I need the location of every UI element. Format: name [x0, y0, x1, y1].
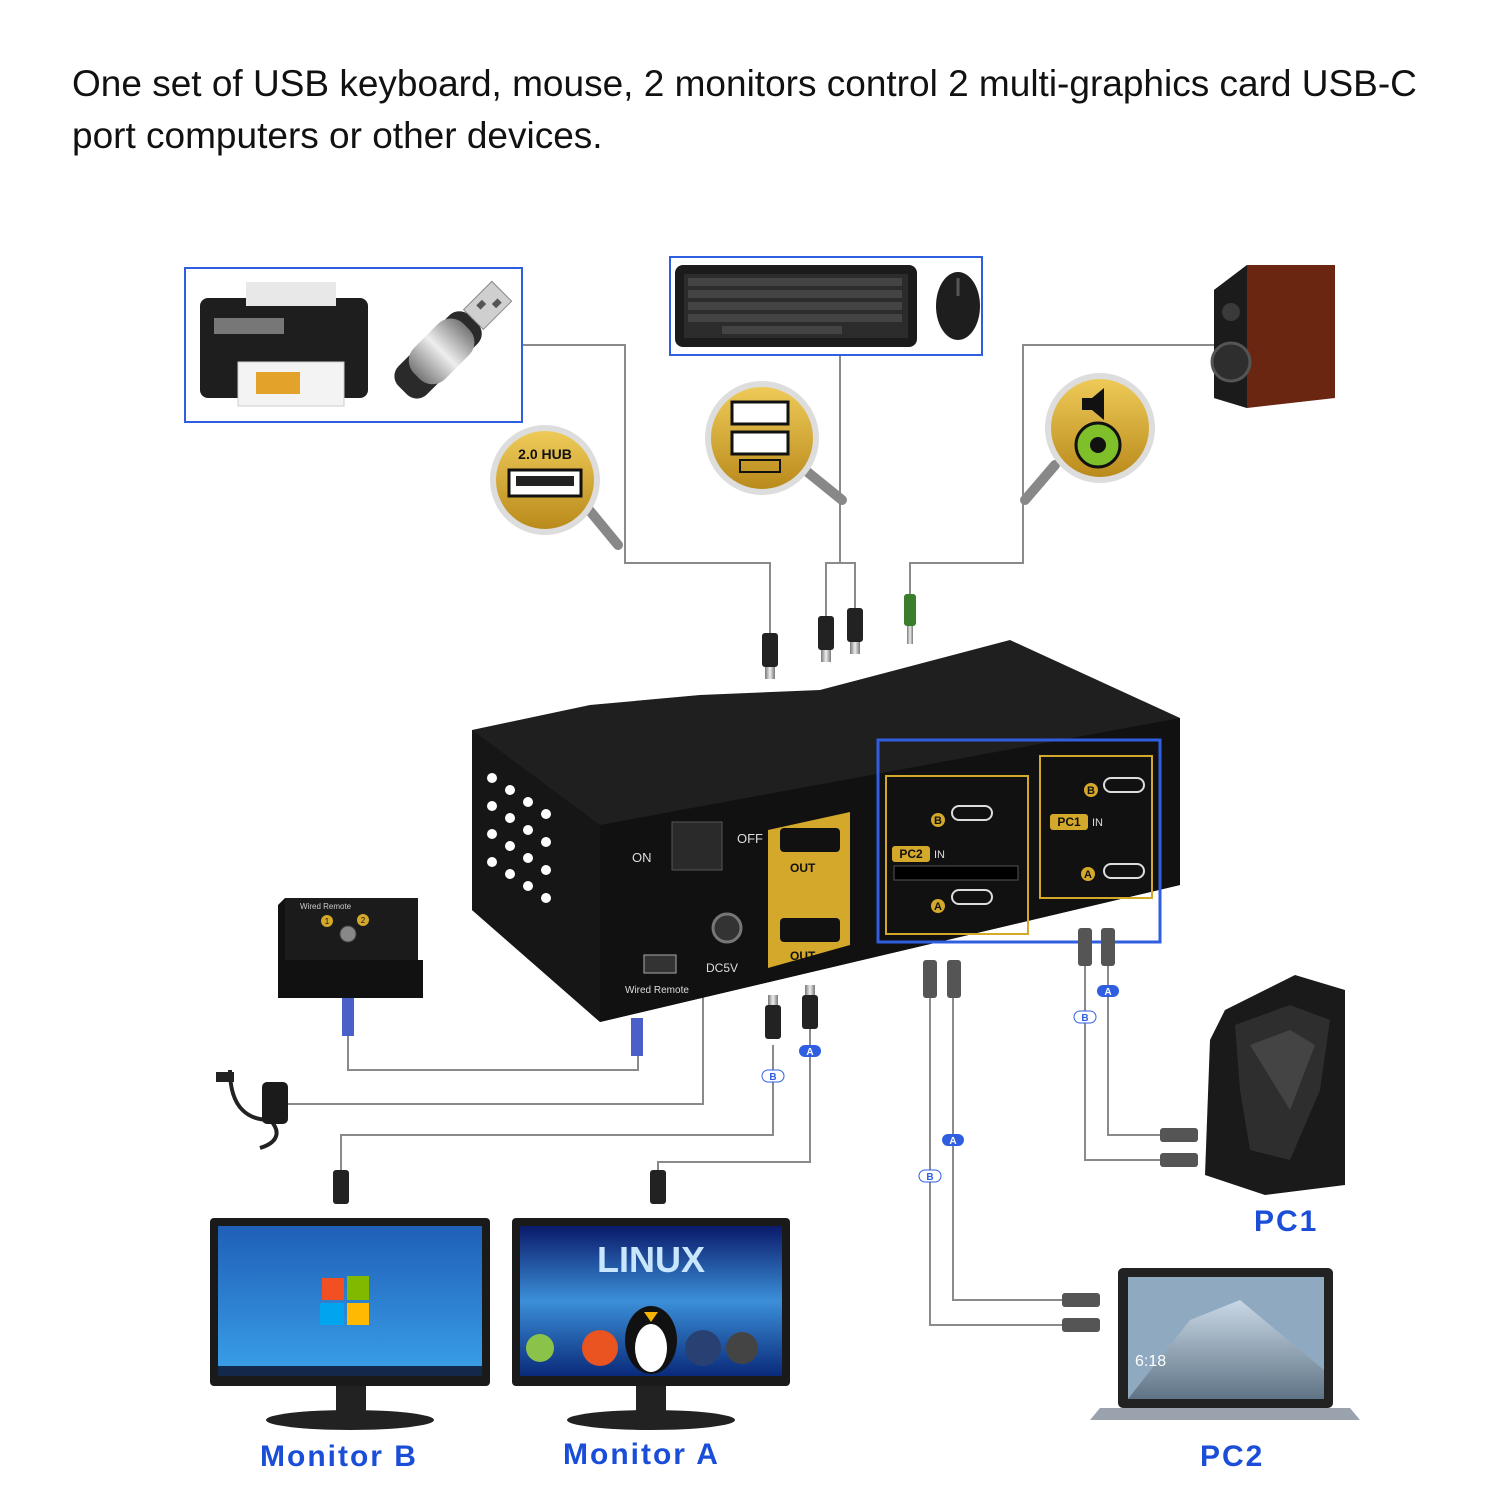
- hub-port-magnifier: 2.0 HUB: [490, 425, 623, 550]
- pc1-label: PC1: [1254, 1205, 1319, 1238]
- ubuntu-logo-icon: [582, 1330, 618, 1366]
- svg-text:1: 1: [325, 917, 330, 926]
- mouse-icon: [936, 272, 980, 340]
- tux-penguin-icon: [625, 1306, 677, 1374]
- svg-text:A: A: [806, 1047, 813, 1058]
- pc2-label: PC2: [1200, 1440, 1265, 1473]
- power-adapter-icon: [216, 1069, 288, 1150]
- monitor-a-line: [657, 1025, 811, 1175]
- keyboard-icon: [675, 265, 917, 347]
- fedora-logo-icon: [685, 1330, 721, 1366]
- pc1-b-usbc-port: [1103, 777, 1145, 793]
- monitor-b-label: Monitor B: [260, 1440, 418, 1473]
- power-rocker: [671, 821, 723, 871]
- printer-icon: [200, 282, 368, 407]
- svg-text:B: B: [1087, 785, 1095, 797]
- audio-port-magnifier: [1020, 373, 1155, 505]
- keyboard-box: [669, 256, 983, 356]
- dc-jack: [711, 912, 743, 944]
- remote-button: [339, 925, 357, 943]
- hdmi-out-b-port: [780, 828, 840, 852]
- remote-title: Wired Remote: [300, 902, 352, 911]
- pc1-a-usbc-port: [1103, 863, 1145, 879]
- pclinuxos-logo-icon: [726, 1332, 758, 1364]
- monitor-b-icon: [210, 1218, 490, 1430]
- speaker-icon: [1210, 265, 1335, 408]
- monitor-b-line: [340, 1045, 774, 1175]
- remote-line: [347, 1035, 639, 1071]
- headline: One set of USB keyboard, mouse, 2 monito…: [72, 63, 1417, 156]
- hub-badge: 2.0 HUB: [518, 446, 572, 462]
- cable-tags: B A B A B A: [761, 985, 1119, 1183]
- monitor-a-icon: LINUX: [512, 1218, 790, 1430]
- svg-text:A: A: [1084, 869, 1092, 881]
- monitor-a-label: Monitor A: [563, 1438, 720, 1471]
- svg-text:PC2: PC2: [899, 847, 923, 861]
- pc2-laptop-icon: 6:18: [1090, 1268, 1360, 1420]
- pc1-tower-icon: [1205, 975, 1345, 1195]
- usb-flash-drive-icon: [394, 280, 513, 399]
- dc-label: DC5V: [706, 961, 738, 975]
- cable-lines: [275, 344, 1215, 1326]
- pc2-a-usbc-port: [951, 889, 993, 905]
- pc2-b-line: [929, 995, 1062, 1326]
- pc2-badge: PC2 IN: [892, 846, 945, 862]
- mint-logo-icon: [526, 1334, 554, 1362]
- wired-remote-port: [643, 954, 677, 974]
- usb-hub-line: [522, 344, 771, 635]
- hdmi-out-a-port: [780, 918, 840, 942]
- pc2-b-usbc-port: [951, 805, 993, 821]
- svg-text:A: A: [949, 1136, 956, 1147]
- svg-text:B: B: [926, 1172, 933, 1183]
- pc1-badge: PC1 IN: [1050, 814, 1103, 830]
- on-label: ON: [632, 850, 652, 865]
- svg-text:IN: IN: [934, 849, 945, 861]
- out-a-label: OUT: [790, 949, 816, 963]
- laptop-clock: 6:18: [1135, 1353, 1166, 1370]
- pc1-a-line: [1107, 965, 1160, 1136]
- wired-remote-device: Wired Remote 1 2: [278, 898, 643, 1056]
- power-line: [275, 995, 704, 1105]
- svg-text:A: A: [934, 901, 942, 913]
- top-plugs: [762, 594, 916, 679]
- linux-screen-text: LINUX: [597, 1239, 705, 1280]
- svg-text:B: B: [769, 1072, 776, 1083]
- svg-text:2: 2: [361, 916, 366, 925]
- pc-input-frame: [876, 738, 1162, 944]
- out-b-label: OUT: [790, 861, 816, 875]
- pc2-a-line: [952, 995, 1062, 1301]
- pc1-b-line: [1084, 965, 1160, 1161]
- off-label: OFF: [737, 831, 763, 846]
- wired-remote-label: Wired Remote: [625, 985, 689, 996]
- usb-device-box: [184, 267, 523, 423]
- bottom-plugs: [333, 928, 1198, 1332]
- windows-logo-icon: [320, 1276, 369, 1325]
- keyboard-line: [825, 355, 841, 618]
- audio-line: [909, 344, 1215, 595]
- svg-text:PC1: PC1: [1057, 815, 1081, 829]
- svg-text:B: B: [934, 815, 942, 827]
- mouse-line: [840, 562, 856, 610]
- svg-text:A: A: [1104, 987, 1111, 998]
- kvm-switch: ON OFF OUT OUT DC5V Wired Remote PC2 IN …: [472, 640, 1180, 1022]
- svg-text:IN: IN: [1092, 817, 1103, 829]
- svg-text:B: B: [1081, 1013, 1088, 1024]
- keyboard-mouse-port-magnifier: [705, 381, 847, 505]
